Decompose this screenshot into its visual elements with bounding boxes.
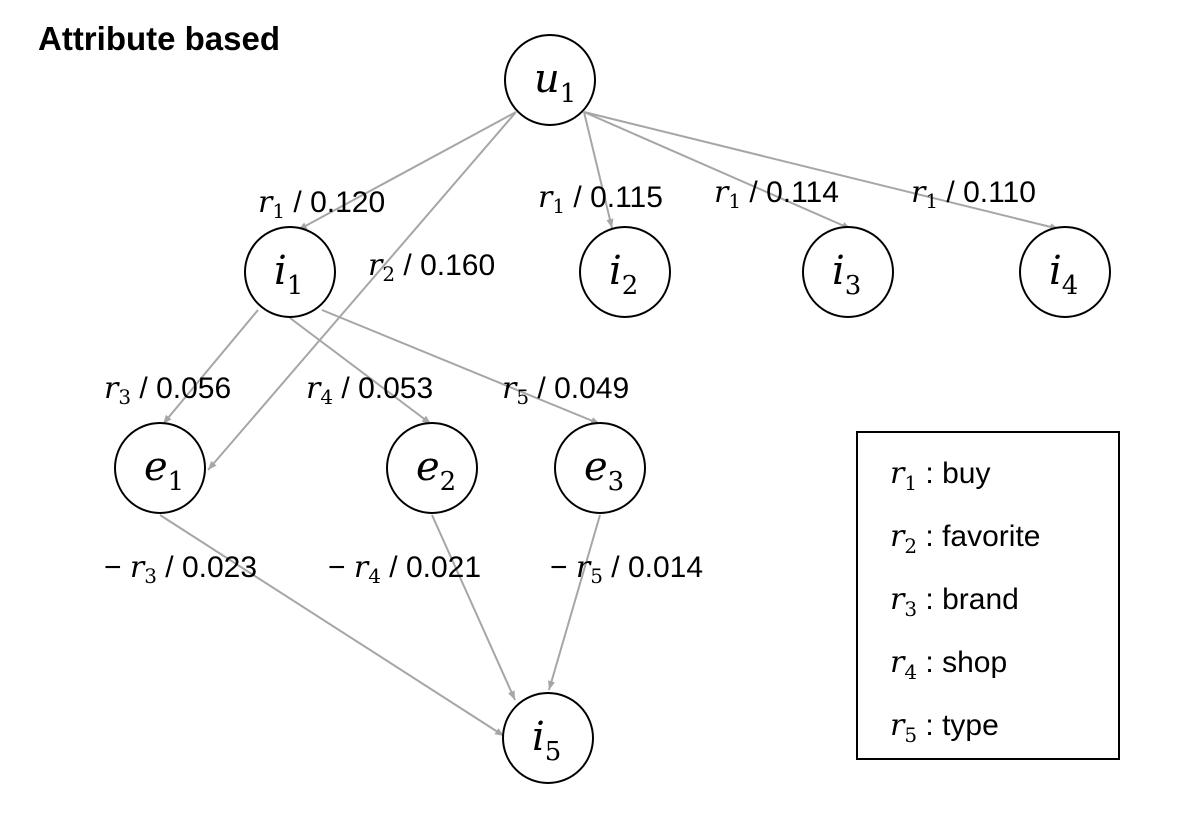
node-label-i2: i2 (609, 248, 638, 301)
edge-e2-i5 (431, 514, 516, 701)
edge-labels-layer: r1 / 0.120 r2 / 0.160 r1 / 0.115 r1 / 0.114… (104, 175, 1036, 588)
node-e1: e1 (114, 422, 206, 514)
node-circle-i3 (802, 226, 894, 318)
node-label-e3: e3 (584, 444, 624, 497)
legend-box (856, 431, 1120, 760)
edge-label-u1-i4: r1 / 0.110 (911, 175, 1036, 213)
node-label-e1: e1 (144, 444, 184, 497)
edge-u1-i1 (297, 111, 517, 231)
node-u1: u1 (504, 34, 596, 126)
node-circle-e1 (114, 422, 206, 514)
node-i4: i4 (1019, 226, 1111, 318)
node-e2: e2 (386, 422, 478, 514)
edge-label-i1-e3: r5 / 0.049 (502, 371, 629, 409)
edge-label-u1-i3: r1 / 0.114 (714, 175, 839, 213)
edge-label-i1-e2: r4 / 0.053 (306, 371, 433, 409)
edge-e1-i5 (159, 514, 505, 737)
edge-label-e1-i5: − r3 / 0.023 (104, 550, 257, 588)
node-label-e2: e2 (416, 444, 456, 497)
node-e3: e3 (554, 422, 646, 514)
node-i3: i3 (802, 226, 894, 318)
node-circle-i1 (244, 226, 336, 318)
node-label-i4: i4 (1049, 248, 1078, 301)
node-circle-u1 (504, 34, 596, 126)
legend-item-buy: r1 : buy (890, 456, 990, 495)
edge-label-e2-i5: − r4 / 0.021 (328, 550, 481, 588)
edge-label-u1-i2: r1 / 0.115 (538, 180, 663, 218)
node-circle-i5 (502, 692, 594, 784)
edge-label-u1-e1: r2 / 0.160 (368, 248, 495, 286)
edge-label-u1-i1: r1 / 0.120 (258, 185, 385, 223)
node-i2: i2 (579, 226, 671, 318)
legend: r1 : buy r2 : favorite r3 : brand r4 : shop… (890, 456, 1040, 747)
edge-u1-i3 (583, 111, 852, 230)
node-label-i5: i5 (532, 714, 561, 767)
edge-e3-i5 (548, 514, 601, 691)
edge-i1-e3 (321, 309, 601, 425)
edge-i1-e1 (162, 309, 259, 425)
edge-u1-i4 (583, 111, 1060, 231)
edge-i1-e2 (289, 317, 432, 425)
edge-u1-i2 (583, 111, 614, 229)
edge-label-i1-e1: r3 / 0.056 (104, 371, 231, 409)
edge-u1-e1 (207, 111, 517, 471)
node-label-u1: u1 (534, 56, 576, 109)
diagram-title: Attribute based (38, 20, 280, 57)
edge-label-e3-i5: − r5 / 0.014 (550, 550, 703, 588)
node-circle-i4 (1019, 226, 1111, 318)
node-circle-e3 (554, 422, 646, 514)
node-label-i1: i1 (274, 248, 303, 301)
nodes-layer: u1 i1 i2 i3 i4 e1 e2 e3 i5 (114, 34, 1111, 784)
node-circle-i2 (579, 226, 671, 318)
node-label-i3: i3 (832, 248, 861, 301)
legend-item-favorite: r2 : favorite (890, 519, 1040, 558)
node-circle-e2 (386, 422, 478, 514)
node-i1: i1 (244, 226, 336, 318)
legend-item-type: r5 : type (890, 708, 999, 747)
edges-layer (159, 111, 1060, 737)
legend-item-brand: r3 : brand (890, 582, 1019, 621)
legend-item-shop: r4 : shop (890, 645, 1007, 684)
node-i5: i5 (502, 692, 594, 784)
